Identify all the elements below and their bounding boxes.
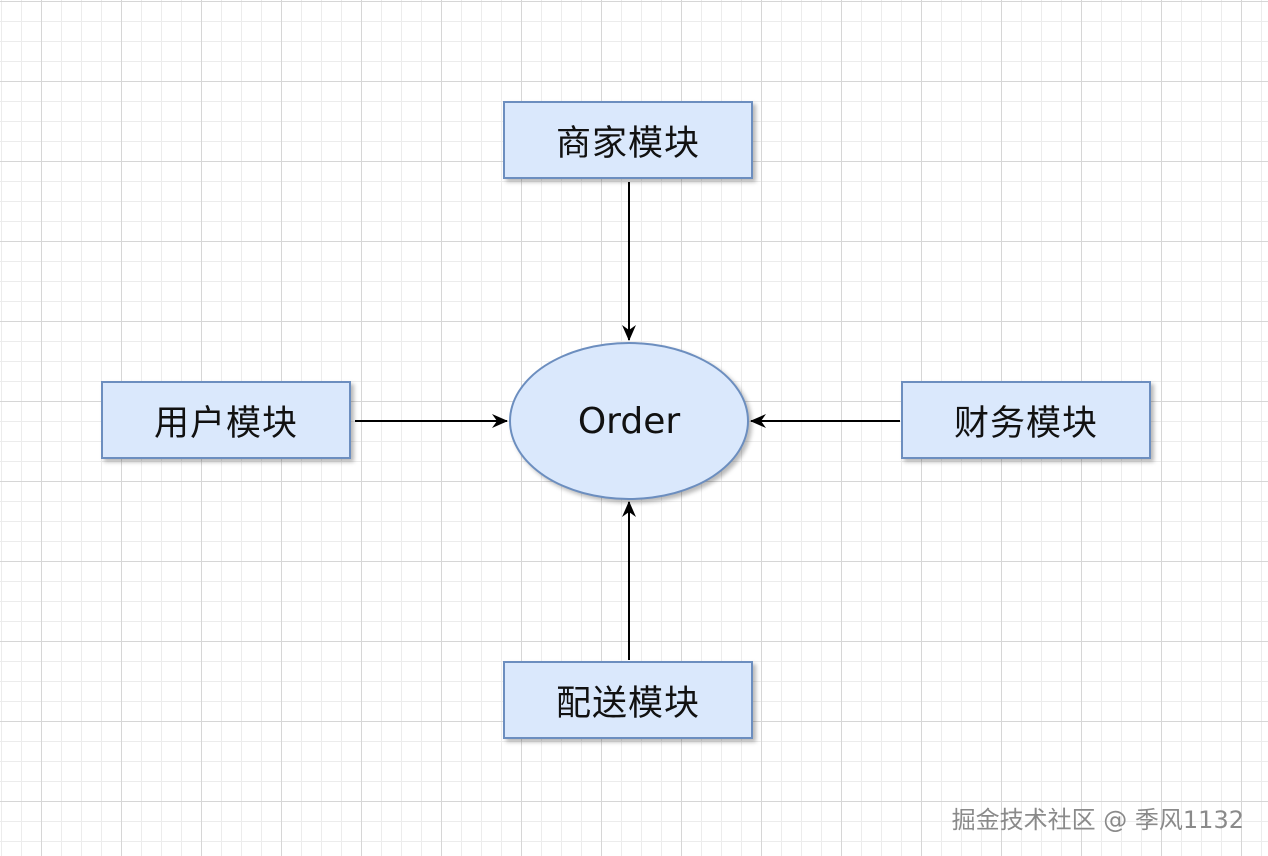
user-module-label: 用户模块 bbox=[153, 403, 298, 444]
user-module-node[interactable]: 用户模块 bbox=[101, 381, 351, 459]
order-node-label: Order bbox=[577, 400, 681, 442]
finance-module-label: 财务模块 bbox=[953, 403, 1098, 444]
delivery-module-node[interactable]: 配送模块 bbox=[503, 661, 753, 739]
delivery-module-label: 配送模块 bbox=[555, 683, 700, 724]
watermark: 掘金技术社区 @ 季风1132 bbox=[951, 806, 1244, 834]
order-node[interactable]: Order bbox=[509, 342, 749, 500]
merchant-module-node[interactable]: 商家模块 bbox=[503, 101, 753, 179]
finance-module-node[interactable]: 财务模块 bbox=[901, 381, 1151, 459]
merchant-module-label: 商家模块 bbox=[555, 123, 700, 164]
